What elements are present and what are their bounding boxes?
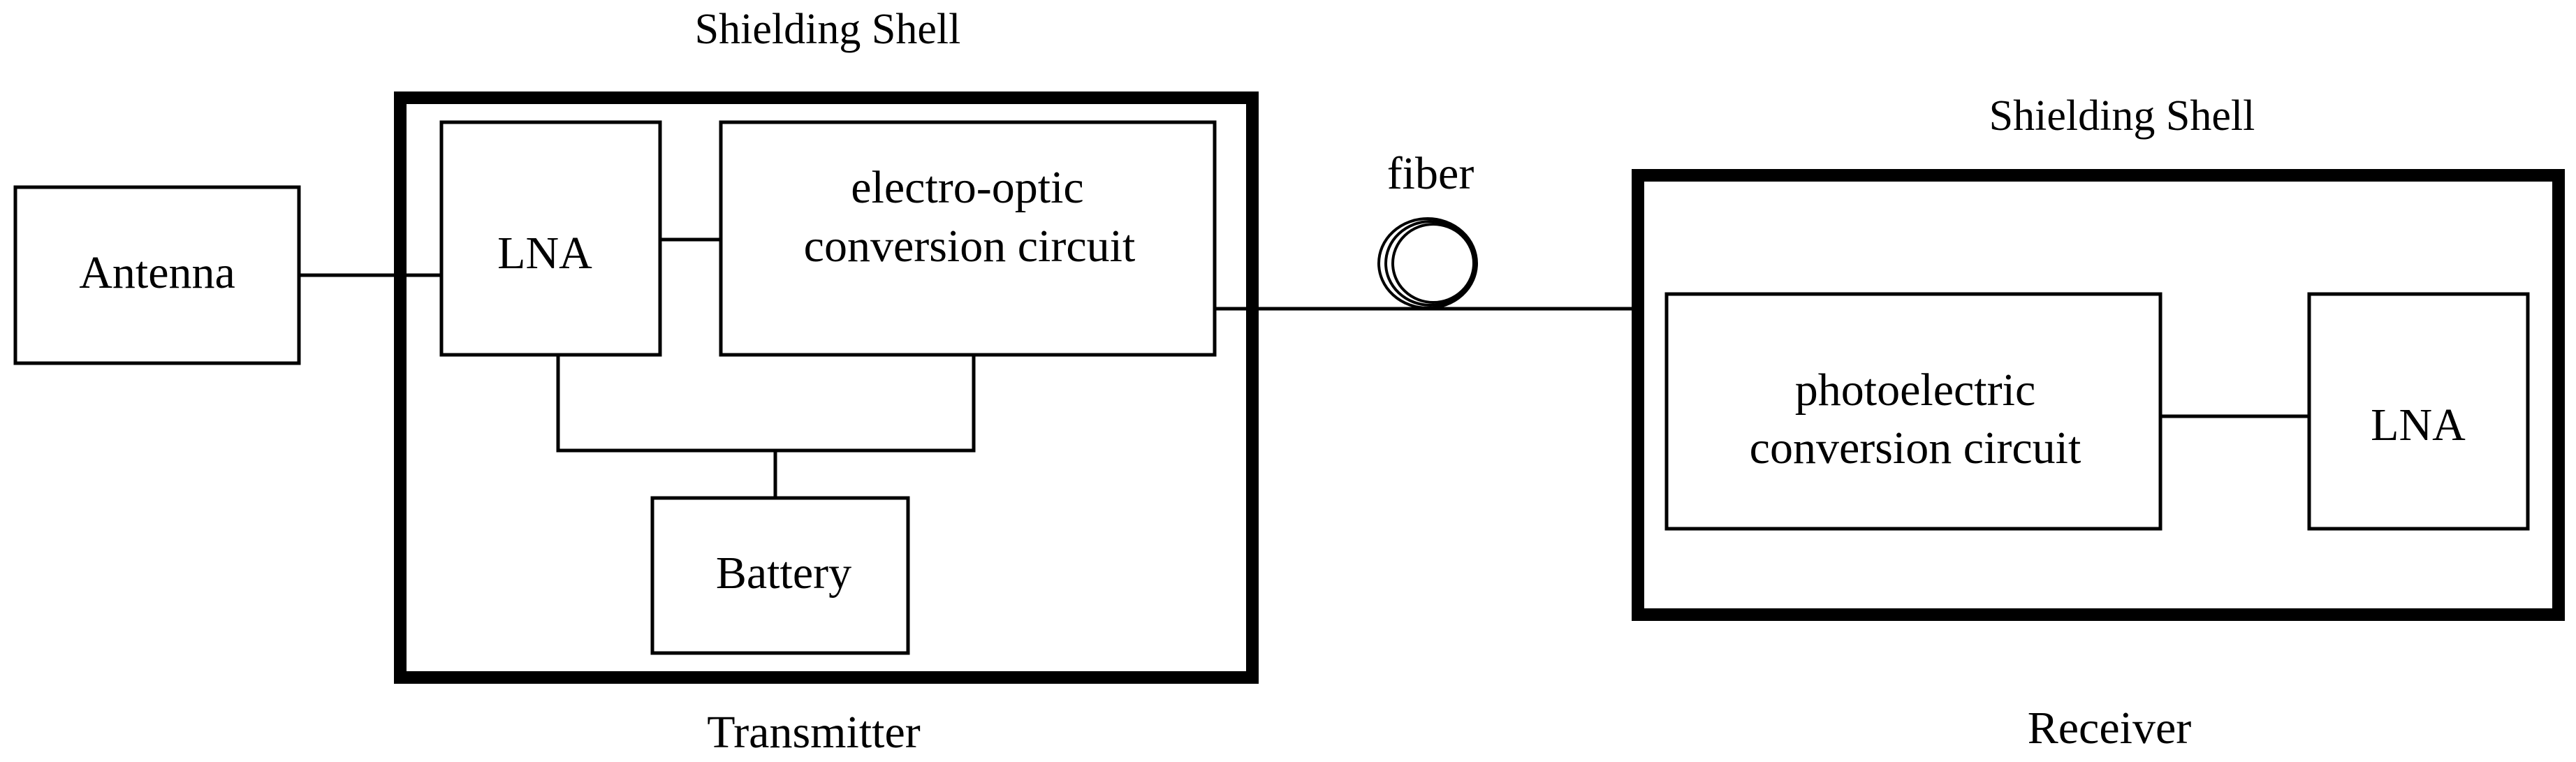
fiber-link: fiber — [1215, 148, 1638, 311]
transmitter-caption: Transmitter — [707, 707, 921, 758]
receiver-caption: Receiver — [2028, 703, 2192, 754]
electro-optic-label-line2: conversion circuit — [804, 221, 1136, 272]
receiver-lna-box — [2307, 292, 2530, 531]
photoelectric-box — [1664, 292, 2162, 531]
battery-box — [650, 496, 910, 655]
photoelectric-label-line1: photoelectric — [1795, 365, 2036, 416]
antenna-label: Antenna — [79, 247, 235, 298]
transmitter-group: Shielding Shell LNA electro-optic conver… — [394, 6, 1259, 758]
electro-optic-label-line1: electro-optic — [851, 162, 1083, 213]
receiver-shielding-shell — [1632, 169, 2565, 621]
antenna-block: Antenna — [13, 185, 301, 365]
battery-label: Battery — [716, 548, 851, 599]
receiver-shell-label: Shielding Shell — [1989, 92, 2255, 140]
transmitter-lna-label: LNA — [497, 228, 592, 279]
electro-optic-box — [719, 120, 1217, 357]
photoelectric-label-line2: conversion circuit — [1750, 423, 2081, 474]
transmitter-shielding-shell — [394, 91, 1259, 684]
receiver-group: Shielding Shell photoelectric conversion… — [1632, 92, 2565, 754]
receiver-lna-label: LNA — [2371, 400, 2466, 450]
fiber-coil-icon — [1377, 217, 1478, 309]
power-bus-wire — [556, 355, 976, 453]
fiber-label: fiber — [1387, 148, 1474, 199]
transmitter-shell-label: Shielding Shell — [695, 6, 961, 53]
